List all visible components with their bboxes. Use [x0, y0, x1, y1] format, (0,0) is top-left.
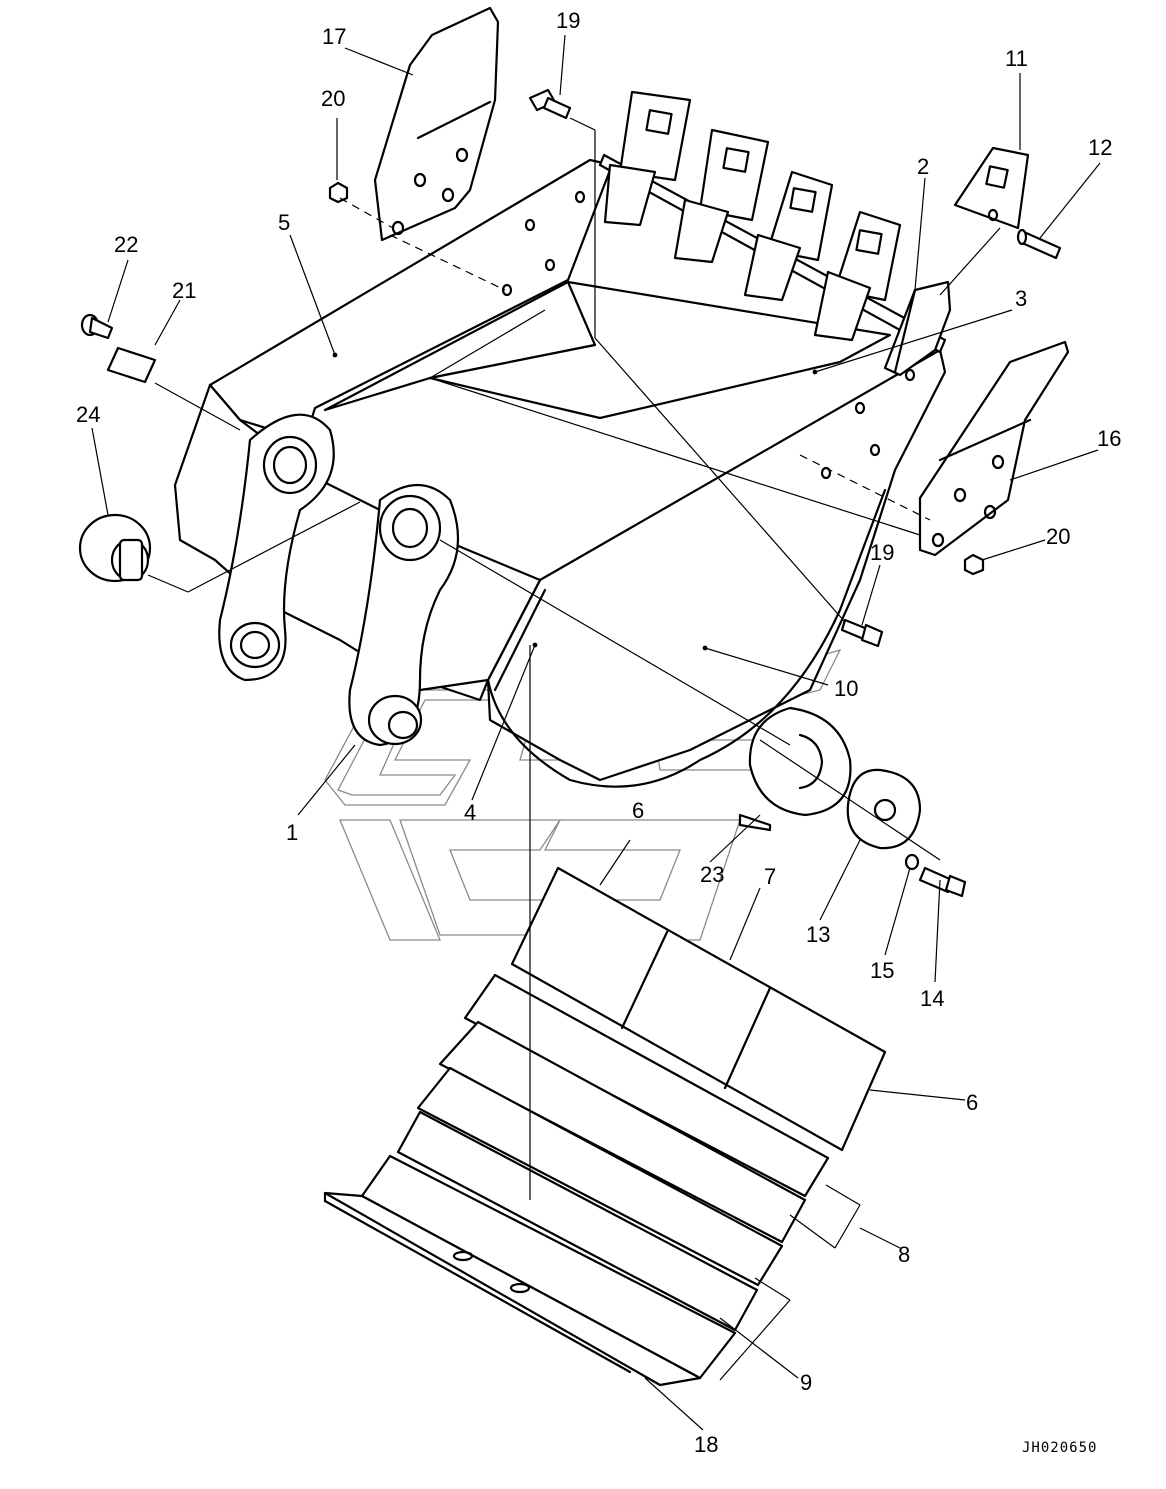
callout-7: 7 — [764, 864, 776, 889]
callout-labels: 17 20 19 11 12 2 3 5 22 21 24 16 20 19 1… — [76, 8, 1121, 1457]
tooth-2 — [673, 128, 770, 264]
callout-leaders — [91, 34, 1101, 1431]
callout-1: 1 — [286, 820, 298, 845]
tooth-1 — [603, 90, 692, 227]
nut-20-left — [328, 181, 349, 204]
wear-plates-stack — [323, 866, 887, 1387]
callout-20-top: 20 — [321, 86, 345, 111]
side-shroud-18 — [373, 6, 500, 242]
callout-11: 10 — [834, 676, 858, 701]
plate-9a — [416, 1066, 784, 1287]
callout-23: 23 — [700, 862, 724, 887]
bolt-15 — [918, 866, 967, 898]
side-tooth-12 — [953, 146, 1030, 230]
callout-19-mid: 19 — [870, 540, 894, 565]
callout-4: 4 — [464, 800, 476, 825]
shim-23 — [738, 706, 852, 832]
drawing-code: JH020650 — [1022, 1440, 1097, 1456]
callout-16: 15 — [870, 958, 894, 983]
side-plate-11 — [486, 348, 947, 782]
washer-16 — [904, 853, 920, 871]
callout-21: 21 — [172, 278, 196, 303]
callout-18: 17 — [322, 24, 346, 49]
plate-8 — [438, 1020, 807, 1244]
callout-2: 2 — [917, 154, 929, 179]
callout-20-right: 20 — [1046, 524, 1070, 549]
bucket-interior-floor — [428, 280, 892, 420]
tooth-3 — [743, 170, 834, 302]
bucket-body — [173, 158, 947, 788]
bushing-24 — [78, 513, 152, 583]
boss-14 — [846, 768, 922, 850]
callout-10: 18 — [694, 1432, 718, 1457]
bolt-19-top — [528, 88, 572, 120]
callout-19-top: 19 — [556, 8, 580, 33]
adapter-2 — [883, 280, 952, 377]
callout-13: 12 — [1088, 135, 1112, 160]
pin-13 — [1016, 228, 1062, 260]
callout-14: 13 — [806, 922, 830, 947]
wear-plate-6 — [510, 866, 887, 1152]
callout-9: 9 — [800, 1370, 812, 1395]
callout-17: 16 — [1097, 426, 1121, 451]
teeth-row — [598, 90, 952, 377]
nut-20-right — [963, 553, 985, 576]
pin-22 — [80, 313, 114, 340]
callout-15: 14 — [920, 986, 944, 1011]
tooth-4 — [813, 210, 902, 342]
callout-5: 5 — [278, 210, 290, 235]
bolt-19-mid — [840, 618, 884, 648]
plate-7 — [463, 973, 830, 1198]
callout-8: 8 — [898, 1242, 910, 1267]
callout-3: 3 — [1015, 286, 1027, 311]
callout-dots — [332, 352, 818, 651]
callout-6-right: 6 — [966, 1090, 978, 1115]
side-shroud-17 — [918, 340, 1070, 557]
side-plate-5 — [208, 158, 614, 442]
callout-22: 22 — [114, 232, 138, 257]
assembly-lines — [147, 117, 1001, 1381]
callout-6-top: 6 — [632, 798, 644, 823]
shim-21 — [106, 346, 157, 384]
callout-24: 24 — [76, 402, 100, 427]
callout-12: 11 — [1005, 46, 1028, 71]
